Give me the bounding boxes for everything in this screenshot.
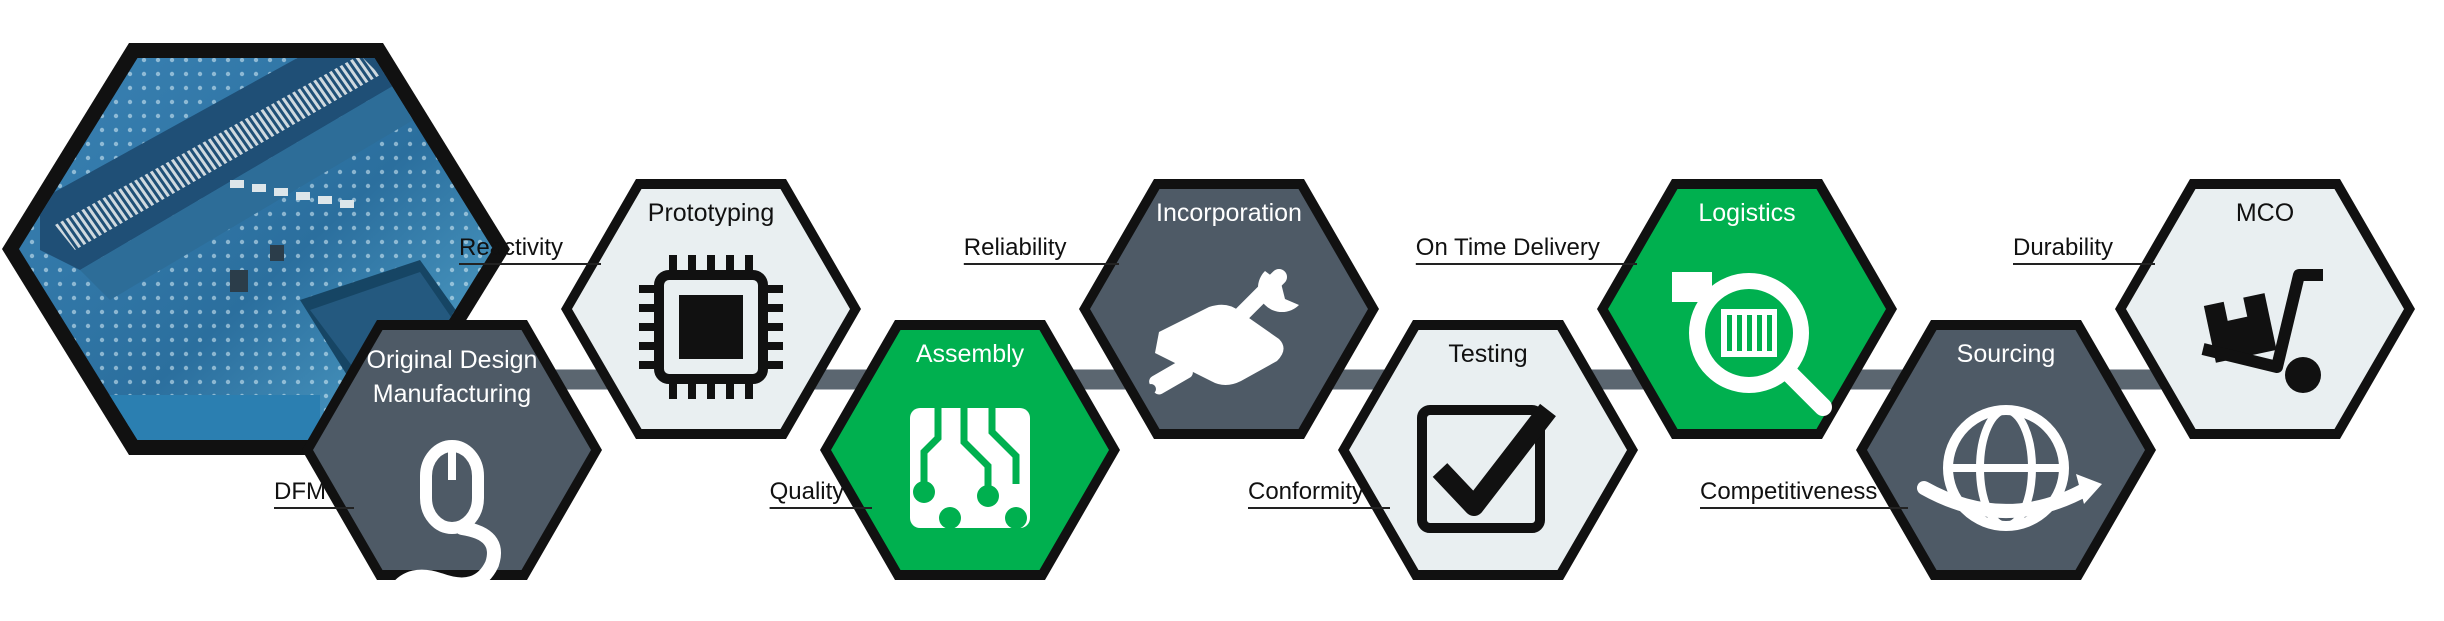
label-odm: DFM: [274, 478, 354, 509]
label-assembly: Quality: [769, 478, 872, 509]
label-sourcing: Competitiveness: [1700, 478, 1908, 509]
attribute-label: Quality: [770, 478, 845, 505]
stage-mco: MCO: [2115, 179, 2415, 439]
label-testing: Conformity: [1248, 478, 1390, 509]
wrench-hand-icon: [1146, 269, 1299, 395]
stage-title: Incorporation: [1156, 199, 1302, 227]
label-incorp: Reliability: [963, 234, 1119, 265]
stage-sourcing: Sourcing: [1856, 320, 2156, 580]
stage-title: Original Design: [367, 346, 538, 374]
globe-icon: [1917, 405, 2102, 531]
label-proto: Reactivity: [459, 234, 601, 265]
mouse-icon: [389, 440, 501, 597]
attribute-label: On Time Delivery: [1416, 234, 1600, 261]
attribute-label: Reliability: [964, 234, 1067, 261]
stage-logistics: Logistics: [1597, 179, 1897, 439]
hand-truck-icon: [2201, 269, 2323, 393]
attribute-label: Reactivity: [459, 234, 563, 261]
chip-icon: [639, 255, 783, 399]
stage-assembly: Assembly: [820, 320, 1120, 580]
attribute-label: Competitiveness: [1700, 478, 1877, 505]
attribute-label: DFM: [274, 478, 326, 505]
attribute-label: Conformity: [1248, 478, 1364, 505]
label-mco: Durability: [2013, 234, 2155, 265]
stage-title: Prototyping: [648, 199, 774, 227]
attribute-label: Durability: [2013, 234, 2113, 261]
stage-title: Sourcing: [1957, 340, 2056, 368]
stage-title: Manufacturing: [373, 380, 531, 408]
hexagon-fill: [1867, 330, 2145, 570]
stage-title: Testing: [1448, 340, 1527, 368]
checkbox-icon: [1417, 403, 1556, 533]
stage-title: Assembly: [916, 340, 1025, 368]
stage-incorp: Incorporation: [1079, 179, 1379, 439]
barcode-search-icon: [1672, 272, 1832, 416]
stage-title: Logistics: [1698, 199, 1795, 227]
stage-title: MCO: [2236, 199, 2294, 227]
circuit-board-icon: [910, 408, 1030, 529]
label-logistics: On Time Delivery: [1415, 234, 1637, 265]
stage-testing: Testing: [1338, 320, 1638, 580]
stage-proto: Prototyping: [561, 179, 861, 439]
